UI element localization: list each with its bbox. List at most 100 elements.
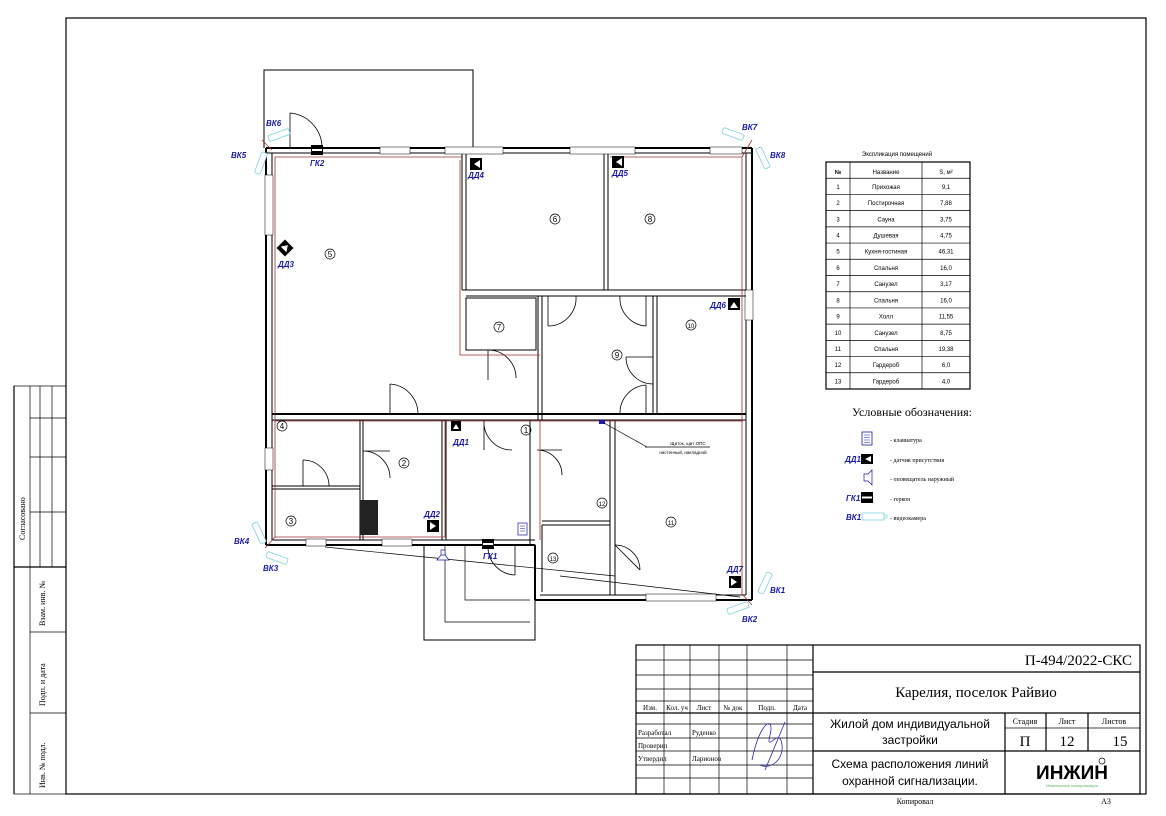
alarm-wiring (261, 139, 753, 606)
svg-text:12: 12 (599, 502, 606, 508)
room-label-4: 4 (276, 420, 288, 432)
copied-label: Копировал (897, 797, 934, 806)
header-no: № (835, 169, 842, 176)
panel-note-line1: Щиток, щит ОПС (670, 441, 706, 446)
motion-sensor-icon (276, 239, 294, 257)
legend-sensor-tag: ДД1 (844, 455, 862, 464)
inv-replace-label: Взам. инв. № (38, 581, 47, 626)
room-label-9: 9 (611, 349, 623, 361)
row-number: 11 (835, 347, 842, 353)
sheets-total: 15 (1113, 734, 1128, 750)
sensor-label-dd5: ДД5 (611, 169, 629, 178)
camera-label-vk5: ВК5 (231, 151, 247, 160)
svg-text:8: 8 (648, 215, 653, 224)
room-label-2: 2 (398, 457, 410, 469)
row-name: Санузел (874, 282, 898, 288)
room-label-6: 6 (549, 213, 561, 225)
sheet-code: П-494/2022-СКС (1025, 653, 1132, 669)
sensor-label-dd4: ДД4 (467, 171, 485, 180)
svg-text:6: 6 (553, 215, 558, 224)
explication-title: Экспликация помещений (862, 151, 932, 158)
legend-reed-text: - геркон (890, 497, 911, 503)
row-area: 9,1 (942, 185, 951, 191)
column-header: Кол. уч (666, 704, 688, 712)
legend-reed-tag: ГК1 (846, 494, 861, 503)
object-line2: застройки (882, 733, 938, 747)
row-number: 1 (836, 185, 840, 191)
reed-label-gk1: ГК1 (483, 552, 498, 561)
role-label: Проверил (638, 742, 668, 750)
room-label-1: 1 (520, 424, 532, 436)
reed-switch-icon (861, 492, 873, 503)
sensor-label-dd2: ДД2 (423, 510, 441, 519)
header-area: S, м² (939, 170, 952, 176)
legend-keypad-text: - клавиатура (890, 438, 922, 444)
camera-label-vk4: ВК4 (234, 537, 250, 546)
motion-sensor-icon (728, 298, 740, 310)
row-number: 10 (835, 331, 842, 337)
format-label: А3 (1101, 797, 1111, 806)
column-header: Подп. (758, 704, 776, 712)
drawing-title-line1: Схема расположения линий (832, 757, 989, 771)
object-line1: Жилой дом индивидуальной (830, 717, 990, 731)
company-logo: ИНЖИН Инженерные коммуникации (1036, 757, 1108, 788)
agreed-label: Согласовано (18, 497, 27, 540)
motion-sensor-icon (612, 156, 624, 168)
motion-sensor-icon (470, 158, 482, 170)
svg-text:4: 4 (280, 422, 285, 431)
camera-icon (267, 128, 291, 142)
motion-sensor-icon (427, 520, 439, 532)
role-label: Утвердил (638, 755, 667, 763)
camera-icon (755, 146, 771, 170)
row-name: Гардероб (873, 363, 900, 369)
svg-text:13: 13 (550, 557, 557, 563)
reed-switch-icon (311, 145, 323, 155)
siren-icon (863, 469, 873, 486)
sheet-number: 12 (1060, 734, 1075, 750)
sheet-label: Лист (1059, 717, 1076, 726)
room-label-8: 8 (644, 213, 656, 225)
sensor-label-dd6: ДД6 (709, 301, 727, 310)
cameras: ВК6 ВК5 ВК7 ВК8 ВК4 ВК3 ВК1 ВК2 (231, 119, 786, 624)
row-name: Холл (879, 315, 894, 321)
outer-walls (264, 146, 754, 602)
svg-text:9: 9 (615, 351, 620, 360)
row-name: Душевая (873, 233, 898, 239)
role-label: Разработал (638, 729, 672, 737)
svg-text:ИНЖИН: ИНЖИН (1036, 763, 1108, 784)
drawing-title-line2: охранной сигнализации. (842, 774, 978, 788)
room-label-13: 13 (547, 552, 559, 564)
stove (360, 500, 378, 535)
reed-label-gk2: ГК2 (310, 159, 325, 168)
row-number: 7 (836, 282, 840, 288)
interior-walls (272, 154, 746, 641)
row-area: 46,31 (938, 250, 954, 256)
row-name: Санузел (874, 331, 898, 337)
row-area: 4,75 (940, 233, 952, 239)
row-name: Прихожая (872, 185, 900, 191)
camera-label-vk1: ВК1 (770, 586, 786, 595)
row-area: 11,55 (939, 315, 954, 321)
row-number: 3 (836, 217, 840, 223)
column-header: № док (724, 704, 743, 712)
row-number: 13 (835, 379, 842, 385)
camera-icon (726, 601, 750, 615)
row-name: Кухня-гостиная (865, 250, 907, 256)
legend-camera-text: - видеокамера (890, 516, 926, 522)
row-name: Постирочная (868, 201, 904, 207)
camera-icon (251, 521, 267, 545)
camera-label-vk6: ВК6 (266, 119, 282, 128)
row-number: 8 (836, 298, 840, 304)
svg-text:2: 2 (402, 459, 407, 468)
row-name: Спальня (874, 347, 898, 353)
column-header: Лист (697, 704, 712, 712)
camera-icon (861, 512, 888, 521)
row-area: 4,0 (942, 379, 951, 385)
header-name: Название (873, 170, 900, 176)
